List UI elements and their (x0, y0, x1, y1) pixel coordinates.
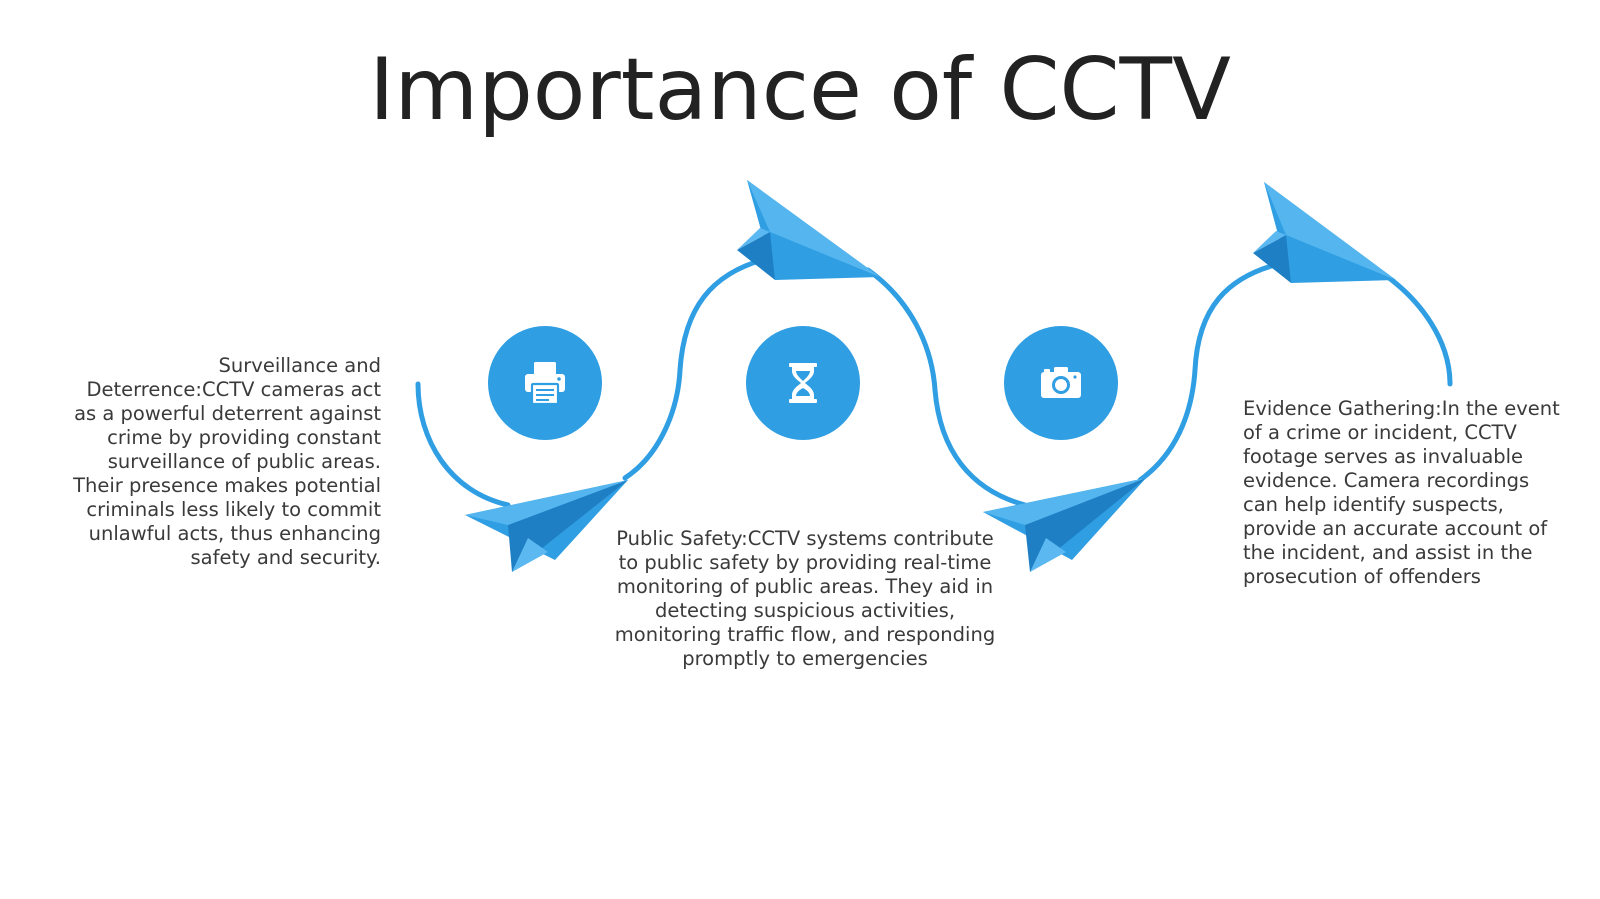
item-1-text: Surveillance and Deterrence:CCTV cameras… (73, 354, 381, 569)
item-2-text: Public Safety:CCTV systems contribute to… (614, 527, 996, 670)
paper-plane-icon (465, 480, 628, 572)
camera-icon (1041, 367, 1081, 398)
paper-plane-icon (983, 478, 1146, 572)
printer-icon (525, 362, 565, 406)
paper-plane-icon (737, 180, 880, 280)
item-1-badge (488, 326, 602, 440)
slide-title: Importance of CCTV (369, 40, 1231, 140)
wave-line (415, 255, 1453, 508)
item-3-text: Evidence Gathering:In the event of a cri… (1243, 397, 1560, 588)
hourglass-icon (789, 363, 817, 403)
item-3-badge (1004, 326, 1118, 440)
item-2-badge (746, 326, 860, 440)
paper-plane-icon (1253, 182, 1396, 283)
